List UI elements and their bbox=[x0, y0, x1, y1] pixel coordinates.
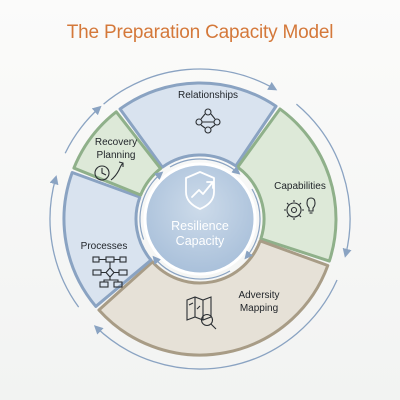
outer-flow-arrow bbox=[93, 279, 338, 370]
segment-label-processes: Processes bbox=[81, 241, 128, 252]
outer-flow-arrow bbox=[49, 175, 80, 308]
outer-flow-ring bbox=[49, 68, 352, 370]
outer-flow-arrow bbox=[103, 68, 278, 105]
inner-flow-arrow bbox=[244, 188, 261, 260]
segment-label-planning: Planning bbox=[97, 150, 136, 161]
segment-label-mapping: Mapping bbox=[240, 303, 278, 314]
shield-growth-arrow-icon bbox=[185, 171, 215, 210]
inner-flow-ring bbox=[139, 158, 261, 280]
segment-processes bbox=[62, 170, 153, 308]
inner-flow-arrow bbox=[152, 255, 231, 280]
center-hub: Resilience Capacity bbox=[143, 162, 257, 276]
center-label-line1: Resilience bbox=[171, 219, 229, 233]
segment-label-recovery: Recovery bbox=[95, 137, 137, 148]
inner-flow-arrow bbox=[169, 158, 241, 175]
segment-ring bbox=[62, 81, 338, 357]
segment-capabilities bbox=[236, 107, 338, 263]
outer-flow-arrow bbox=[64, 105, 102, 154]
people-network-icon bbox=[195, 108, 221, 134]
segment-adversity-mapping bbox=[97, 239, 330, 357]
inner-flow-arrow bbox=[139, 171, 164, 240]
segment-label-capabilities: Capabilities bbox=[274, 181, 326, 192]
outer-flow-arrow bbox=[295, 103, 352, 258]
gear-lightbulb-icon bbox=[284, 197, 316, 220]
flowchart-icon bbox=[92, 256, 128, 288]
clock-upward-arrow-icon bbox=[94, 161, 124, 181]
diagram-title: The Preparation Capacity Model bbox=[66, 22, 334, 43]
center-label-line2: Capacity bbox=[176, 234, 225, 248]
segment-label-adversity: Adversity bbox=[238, 290, 279, 301]
map-magnifier-icon bbox=[186, 296, 217, 330]
segment-label-relationships: Relationships bbox=[178, 90, 238, 101]
